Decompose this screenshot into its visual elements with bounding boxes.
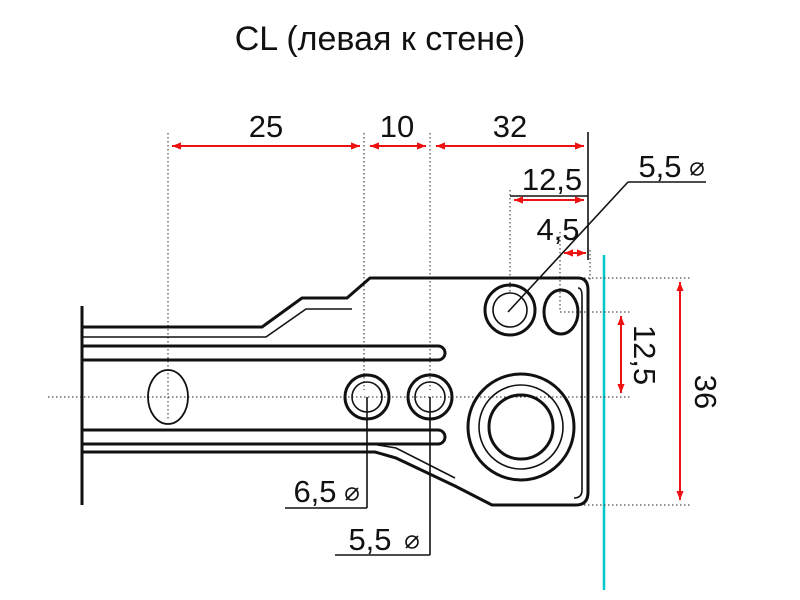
dim-label-10: 10 xyxy=(380,109,414,144)
callout-label-hole-bottom: 5,5 xyxy=(348,522,391,557)
large-hole-middle xyxy=(478,384,564,470)
drawing-title: CL (левая к стене) xyxy=(235,20,526,58)
dim-label-32: 32 xyxy=(493,109,527,144)
dim-label-25: 25 xyxy=(249,109,283,144)
dim-label-12-5-side: 12,5 xyxy=(627,325,662,385)
diameter-icon xyxy=(690,162,704,176)
oval-hole-top-right xyxy=(542,288,580,336)
callout-hole-top: 5,5 xyxy=(638,149,704,184)
diameter-icon xyxy=(345,487,359,501)
callout-label-hole-left: 6,5 xyxy=(293,474,336,509)
dimension-arrows xyxy=(172,142,684,500)
slide-rail xyxy=(80,276,590,507)
hole-top-5-5-outer xyxy=(483,283,537,337)
dim-label-4-5: 4,5 xyxy=(536,212,579,247)
large-hole-outer xyxy=(466,372,576,482)
callout-label-hole-top: 5,5 xyxy=(638,149,681,184)
dim-label-36: 36 xyxy=(688,375,723,409)
dim-label-12-5-top: 12,5 xyxy=(522,162,582,197)
large-hole-inner xyxy=(487,393,555,461)
diameter-icon xyxy=(405,535,419,549)
callout-hole-left: 6,5 xyxy=(293,474,359,509)
hole-top-5-5-inner xyxy=(492,292,528,328)
callout-hole-bottom: 5,5 xyxy=(348,522,419,557)
holes xyxy=(147,283,580,482)
reference-lines xyxy=(48,133,690,506)
oval-hole-left xyxy=(147,369,189,425)
leader-lines xyxy=(285,181,706,556)
